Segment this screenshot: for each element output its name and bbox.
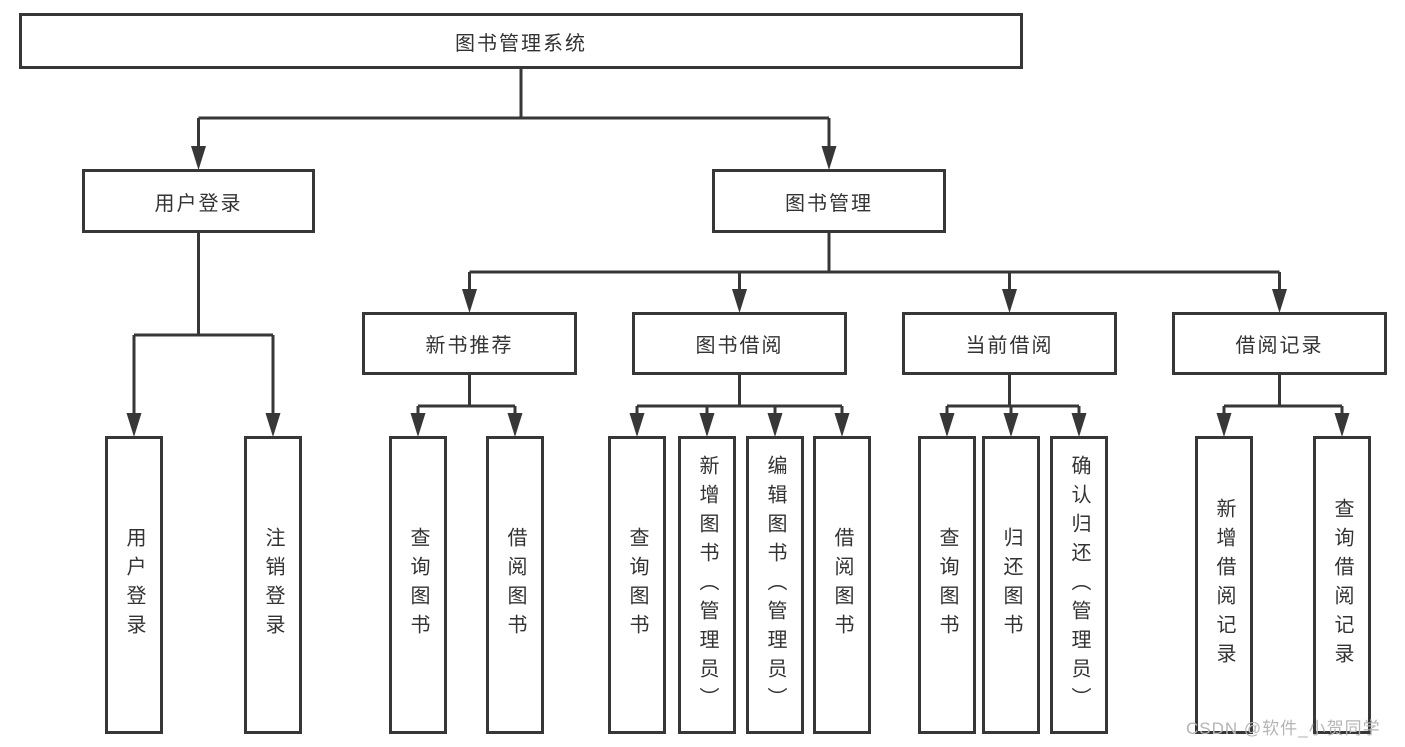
arrowhead: [126, 413, 142, 437]
leaf-node-add-books-admin: 新增图书（管理员）: [678, 436, 736, 734]
leaf-node-borrow-books: 借阅图书: [813, 436, 871, 734]
leaf-node-query-borrow-record: 查询借阅记录: [1313, 436, 1371, 734]
arrowhead: [629, 413, 645, 437]
arrowhead: [699, 413, 715, 437]
csdn-watermark: CSDN @软件_小贺同学: [1186, 719, 1381, 738]
arrowhead: [462, 289, 477, 313]
edge-current-borrow-to-leaves: [939, 375, 1087, 437]
node-user-login: 用户登录: [82, 169, 315, 233]
leaf-node-add-borrow-record: 新增借阅记录: [1195, 436, 1253, 734]
node-current-borrow: 当前借阅: [902, 312, 1117, 375]
leaf-node-logout: 注销登录: [244, 436, 302, 734]
arrowhead: [191, 146, 206, 170]
arrowhead: [834, 413, 850, 437]
arrowhead: [939, 413, 955, 437]
arrowhead: [1003, 413, 1019, 437]
edge-new-book-recommend-to-leaves: [410, 375, 523, 437]
leaf-node-edit-books-admin: 编辑图书（管理员）: [746, 436, 804, 734]
node-library-management-system: 图书管理系统: [19, 13, 1023, 69]
edge-user-login-to-leaves: [126, 233, 281, 437]
arrowhead: [507, 413, 523, 437]
arrowhead: [1002, 289, 1017, 313]
node-borrow-record: 借阅记录: [1172, 312, 1387, 375]
arrowhead: [1334, 413, 1350, 437]
arrowhead: [265, 413, 281, 437]
edge-borrow-record-to-leaves: [1216, 375, 1350, 437]
edge-root-to-level2: [191, 69, 837, 170]
edge-book-borrow-to-leaves: [629, 375, 850, 437]
leaf-node-confirm-return-admin: 确认归还（管理员）: [1050, 436, 1108, 734]
arrowhead: [732, 289, 747, 313]
leaf-node-borrow-books-recommend: 借阅图书: [486, 436, 544, 734]
leaf-node-return-books: 归还图书: [982, 436, 1040, 734]
arrowhead: [1272, 289, 1287, 313]
arrowhead: [410, 413, 426, 437]
node-new-book-recommend: 新书推荐: [362, 312, 577, 375]
node-book-borrow: 图书借阅: [632, 312, 847, 375]
arrowhead: [1216, 413, 1232, 437]
leaf-node-query-books-borrow: 查询图书: [608, 436, 666, 734]
arrowhead: [767, 413, 783, 437]
node-book-management: 图书管理: [712, 169, 946, 233]
arrowhead: [1071, 413, 1087, 437]
leaf-node-query-books-recommend: 查询图书: [389, 436, 447, 734]
arrowhead: [821, 146, 837, 170]
leaf-node-query-books-current: 查询图书: [918, 436, 976, 734]
leaf-node-user-login: 用户登录: [105, 436, 163, 734]
edge-book-management-to-level3: [462, 233, 1287, 313]
